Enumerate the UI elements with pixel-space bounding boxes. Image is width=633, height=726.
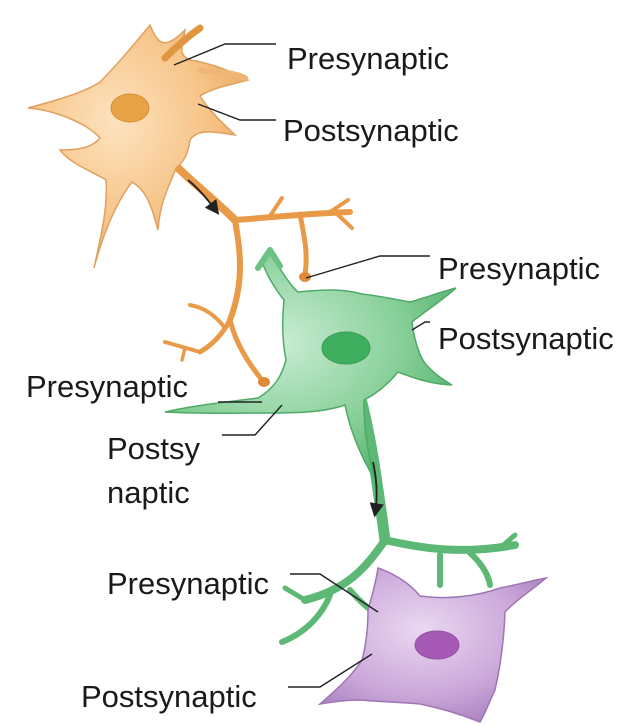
orange-nucleus xyxy=(111,94,149,122)
label-green-postsynaptic-left-line1: Postsy xyxy=(107,430,200,469)
label-green-postsynaptic-left-line2: naptic xyxy=(107,474,190,513)
label-green-presynaptic-left: Presynaptic xyxy=(26,368,188,407)
label-orange-postsynaptic: Postsynaptic xyxy=(283,112,459,151)
label-orange-presynaptic: Presynaptic xyxy=(287,40,449,79)
leader-green-presynaptic-right xyxy=(306,256,430,278)
orange-soma xyxy=(28,25,248,268)
label-purple-presynaptic: Presynaptic xyxy=(107,565,269,604)
green-soma xyxy=(165,250,456,480)
green-nucleus xyxy=(322,332,370,364)
leader-green-postsynaptic-right xyxy=(412,322,430,330)
label-green-postsynaptic-right: Postsynaptic xyxy=(438,320,614,359)
label-purple-postsynaptic: Postsynaptic xyxy=(81,678,257,717)
label-green-presynaptic-right: Presynaptic xyxy=(438,250,600,289)
purple-nucleus xyxy=(415,631,459,659)
